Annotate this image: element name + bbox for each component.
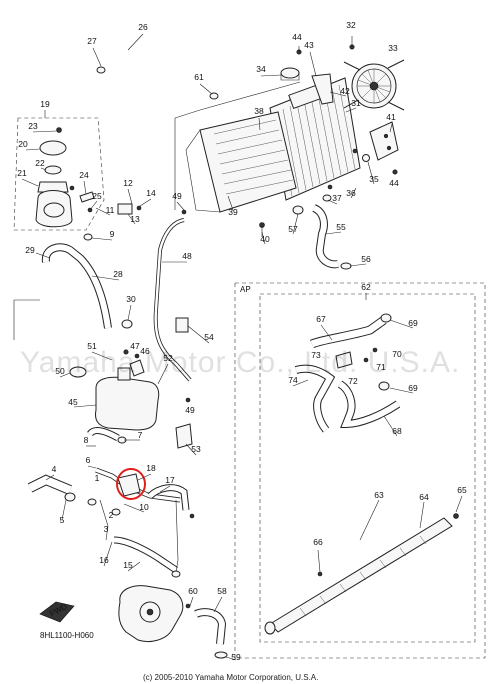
callout-28: 28 (113, 269, 123, 279)
callout-57: 57 (288, 224, 298, 234)
callout-18: 18 (146, 463, 156, 473)
callout-43: 43 (304, 40, 314, 50)
callout-49: 49 (172, 191, 182, 201)
callout-34: 34 (256, 64, 266, 74)
callout-26: 26 (138, 22, 148, 32)
callout-14: 14 (146, 188, 156, 198)
callout-65: 65 (457, 485, 467, 495)
callout-30: 30 (126, 294, 136, 304)
callout-62: 62 (361, 282, 371, 292)
callout-5: 5 (60, 515, 65, 525)
drawing-code: 8HL1100-H060 (40, 631, 94, 640)
thermostat-group (35, 127, 142, 228)
frame-lines (13, 81, 486, 659)
radiator-assembly (185, 67, 361, 237)
callout-48: 48 (182, 251, 192, 261)
callout-32: 32 (346, 20, 356, 30)
callout-69: 69 (408, 318, 418, 328)
callout-42: 42 (340, 86, 350, 96)
callout-10: 10 (139, 502, 149, 512)
callout-64: 64 (419, 492, 429, 502)
callout-8: 8 (84, 435, 89, 445)
callout-56: 56 (361, 254, 371, 264)
callout-13: 13 (130, 214, 140, 224)
callout-51: 51 (87, 341, 97, 351)
callout-66: 66 (313, 537, 323, 547)
radiator-hoses (292, 194, 352, 270)
fwd-arrow-icon: FWD (39, 601, 75, 623)
callout-52: 52 (163, 353, 173, 363)
callout-60: 60 (188, 586, 198, 596)
reservoir-tank (69, 317, 193, 449)
water-pump (118, 585, 228, 659)
callout-53: 53 (191, 444, 201, 454)
callout-71: 71 (376, 362, 386, 372)
callout-2: 2 (109, 510, 114, 520)
callout-20: 20 (18, 139, 28, 149)
callout-24: 24 (79, 170, 89, 180)
copyright: (c) 2005-2010 Yamaha Motor Corporation, … (143, 673, 318, 682)
callout-69: 69 (408, 383, 418, 393)
callout-44: 44 (292, 32, 302, 42)
callout-23: 23 (28, 121, 38, 131)
callout-74: 74 (288, 375, 298, 385)
callout-73: 73 (311, 350, 321, 360)
callout-47: 47 (130, 341, 140, 351)
callout-15: 15 (123, 560, 133, 570)
callout-54: 54 (204, 332, 214, 342)
section-label-ap: AP (240, 285, 251, 294)
callout-1: 1 (95, 473, 100, 483)
hose-48 (153, 209, 192, 403)
callout-numbers: 1234567891011121314151617181920212223242… (17, 20, 467, 662)
callout-63: 63 (374, 490, 384, 500)
callout-29: 29 (25, 245, 35, 255)
callout-31: 31 (351, 98, 361, 108)
callout-16: 16 (99, 555, 109, 565)
callout-4: 4 (52, 464, 57, 474)
callout-49: 49 (185, 405, 195, 415)
callout-67: 67 (316, 314, 326, 324)
callout-7: 7 (138, 430, 143, 440)
hose-28 (35, 233, 133, 329)
callout-35: 35 (369, 174, 379, 184)
callout-50: 50 (55, 366, 65, 376)
callout-59: 59 (231, 652, 241, 662)
lower-hoses (27, 427, 195, 578)
callout-22: 22 (35, 158, 45, 168)
callout-45: 45 (68, 397, 78, 407)
callout-68: 68 (392, 426, 402, 436)
callout-36: 36 (346, 188, 356, 198)
callout-17: 17 (165, 475, 175, 485)
highlighted-part (116, 468, 146, 500)
callout-37: 37 (332, 193, 342, 203)
callout-44: 44 (389, 178, 399, 188)
callout-27: 27 (87, 36, 97, 46)
callout-39: 39 (228, 207, 238, 217)
callout-41: 41 (386, 112, 396, 122)
watermark: Yamaha Motor Co., Ltd. U.S.A. (20, 346, 460, 379)
upper-hose (96, 44, 240, 102)
callout-70: 70 (392, 349, 402, 359)
callout-55: 55 (336, 222, 346, 232)
ap-section-box (234, 282, 486, 659)
callout-61: 61 (194, 72, 204, 82)
ap-section-parts (264, 313, 459, 635)
callout-58: 58 (217, 586, 227, 596)
callout-11: 11 (106, 205, 115, 215)
callout-38: 38 (254, 106, 264, 116)
callout-19: 19 (40, 99, 50, 109)
callout-25: 25 (92, 191, 102, 201)
callout-72: 72 (348, 376, 358, 386)
callout-46: 46 (140, 346, 150, 356)
callout-3: 3 (104, 524, 109, 534)
callout-6: 6 (86, 455, 91, 465)
callout-40: 40 (260, 234, 270, 244)
cooling-fan (296, 36, 405, 175)
leader-lines (21, 33, 463, 661)
callout-21: 21 (17, 168, 27, 178)
callout-33: 33 (388, 43, 398, 53)
callout-12: 12 (123, 178, 133, 188)
callout-9: 9 (110, 229, 115, 239)
